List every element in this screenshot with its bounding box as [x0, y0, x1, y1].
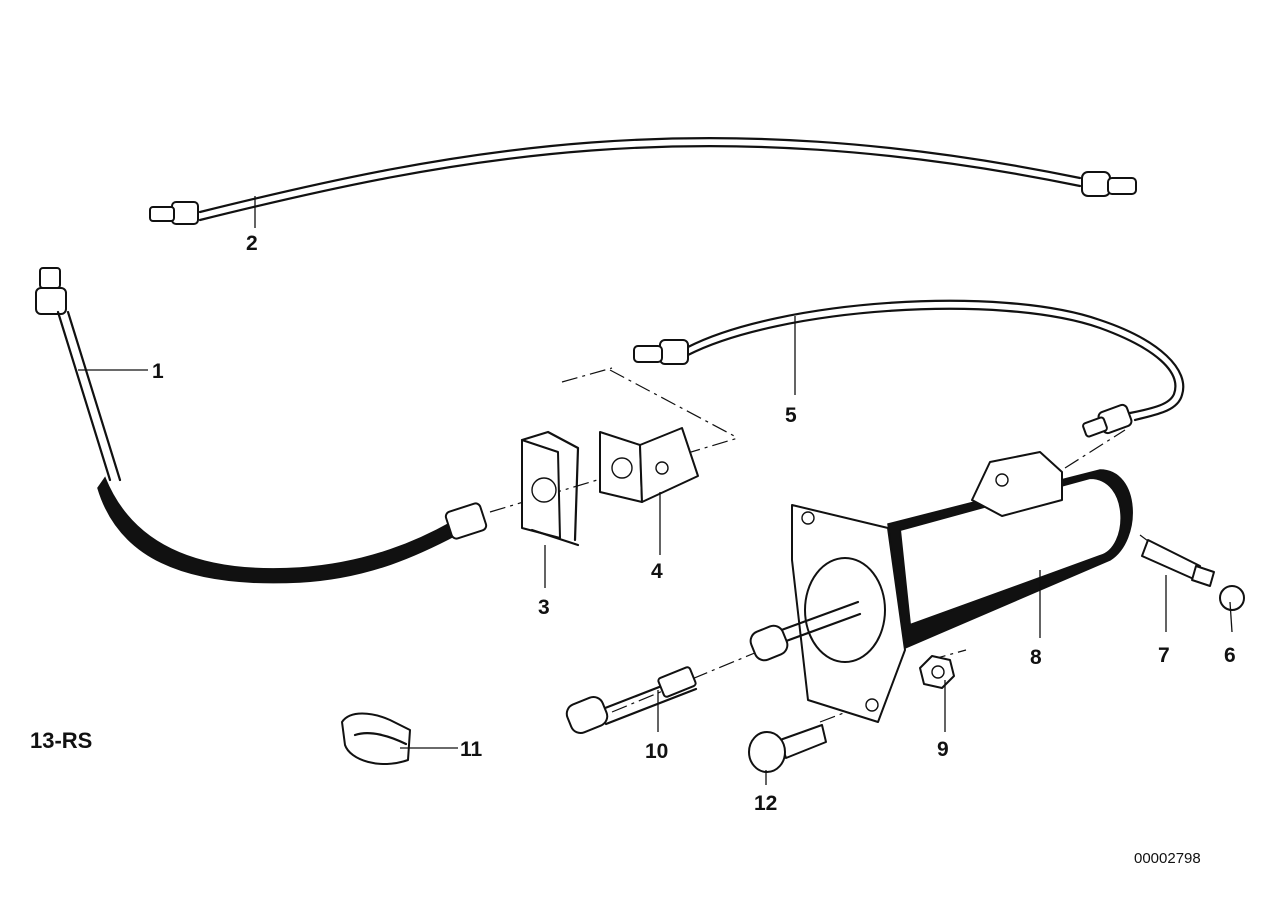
part-2-pipe[interactable]: [149, 137, 1137, 225]
callout-11[interactable]: 11: [460, 738, 483, 761]
diagram-id: 00002798: [1134, 850, 1201, 867]
part-9-nut[interactable]: [919, 655, 955, 689]
part-6-cap[interactable]: [1219, 585, 1245, 611]
part-7-bleeder[interactable]: [1141, 539, 1215, 587]
part-1-hose[interactable]: [35, 267, 488, 584]
leader-lines: [78, 196, 1233, 785]
callout-3[interactable]: 3: [538, 596, 550, 619]
section-label: 13-RS: [30, 728, 92, 753]
part-4-angle-bracket[interactable]: [599, 427, 699, 503]
callout-1[interactable]: 1: [152, 360, 164, 383]
callout-2[interactable]: 2: [246, 232, 258, 255]
callout-4[interactable]: 4: [651, 560, 663, 583]
part-11-clip[interactable]: [341, 712, 411, 765]
callout-8[interactable]: 8: [1030, 646, 1042, 669]
callout-5[interactable]: 5: [785, 404, 797, 427]
part-10-push-rod[interactable]: [564, 666, 698, 736]
callout-9[interactable]: 9: [937, 738, 949, 761]
part-3-bracket[interactable]: [520, 430, 580, 547]
callout-12[interactable]: 12: [754, 792, 777, 815]
part-8-cylinder[interactable]: [748, 451, 1133, 723]
callouts: 1 2 3 4 5 6 7 8 9 10 11 12: [152, 232, 1236, 815]
callout-7[interactable]: 7: [1158, 644, 1170, 667]
part-5-pipe[interactable]: [633, 299, 1185, 438]
callout-10[interactable]: 10: [645, 740, 668, 763]
part-12-bolt[interactable]: [748, 724, 827, 773]
callout-6[interactable]: 6: [1224, 644, 1236, 667]
